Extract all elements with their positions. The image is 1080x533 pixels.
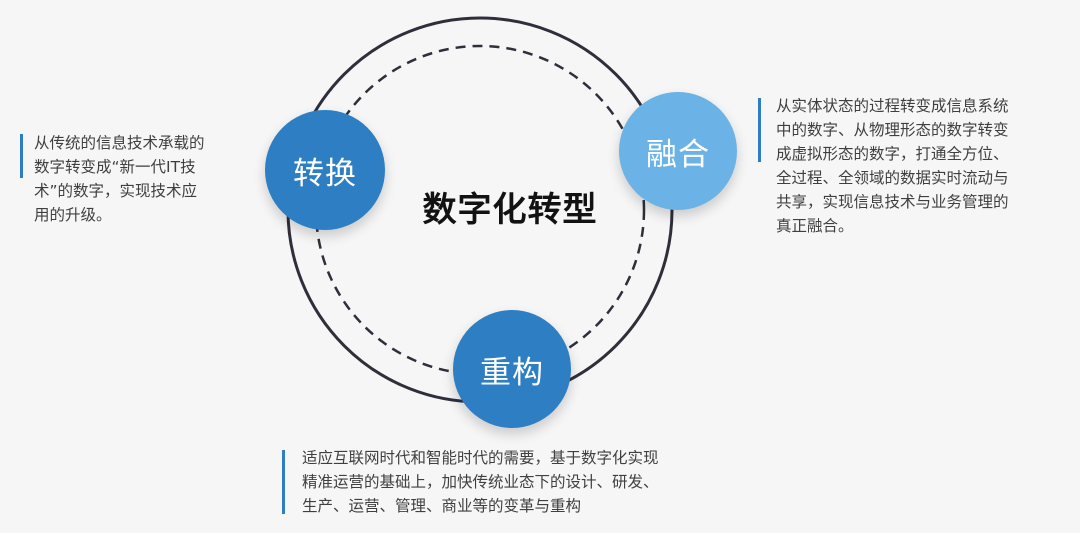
desc-line: 成虚拟形态的数字，打通全方位、 — [776, 145, 1009, 163]
node-zhuanhuan-label: 转换 — [293, 155, 357, 192]
desc-line: 中的数字、从物理形态的数字转变 — [776, 121, 1009, 139]
node-ronghe-label: 融合 — [646, 136, 710, 173]
desc-line: 适应互联网时代和智能时代的需要，基于数字化实现 — [302, 449, 659, 467]
desc-line: 数字转变成“新一代IT技 — [34, 158, 196, 176]
desc-line: 术”的数字，实现技术应 — [34, 182, 198, 200]
node-ronghe: 融合 — [619, 92, 737, 210]
desc-line: 用的升级。 — [34, 206, 112, 224]
description-chonggou: 适应互联网时代和智能时代的需要，基于数字化实现 精准运营的基础上，加快传统业态下… — [282, 446, 782, 518]
desc-line: 生产、运营、管理、商业等的变革与重构 — [302, 497, 582, 515]
accent-bar — [20, 134, 23, 178]
node-zhuanhuan: 转换 — [265, 110, 385, 230]
desc-line: 从实体状态的过程转变成信息系统 — [776, 97, 1009, 115]
description-ronghe: 从实体状态的过程转变成信息系统 中的数字、从物理形态的数字转变 成虚拟形态的数字… — [758, 94, 1080, 238]
desc-line: 从传统的信息技术承载的 — [34, 134, 205, 152]
node-chonggou: 重构 — [453, 310, 571, 428]
description-zhuanhuan: 从传统的信息技术承载的 数字转变成“新一代IT技 术”的数字，实现技术应 用的升… — [20, 131, 274, 227]
accent-bar — [758, 98, 761, 162]
accent-bar — [282, 450, 285, 514]
desc-line: 精准运营的基础上，加快传统业态下的设计、研发、 — [302, 473, 659, 491]
desc-line: 真正融合。 — [776, 217, 854, 235]
desc-line: 全过程、全领域的数据实时流动与 — [776, 169, 1009, 187]
desc-line: 共享，实现信息技术与业务管理的 — [776, 193, 1009, 211]
node-chonggou-label: 重构 — [480, 354, 544, 391]
center-title: 数字化转型 — [422, 190, 598, 230]
